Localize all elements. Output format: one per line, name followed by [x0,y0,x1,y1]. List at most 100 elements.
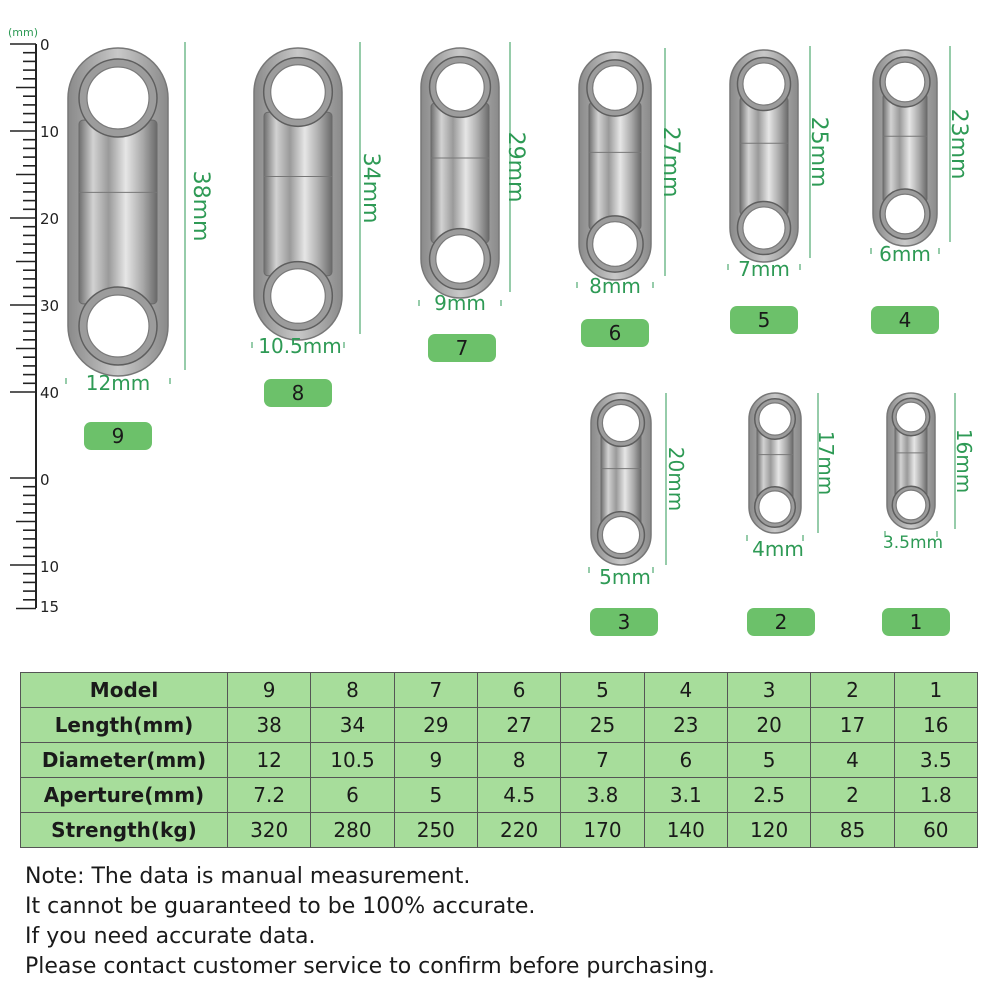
table-cell: 6 [310,777,395,813]
diameter-label: 12mm [86,371,150,395]
swivel-eye-hole [435,62,485,112]
table-cell: 16 [893,707,979,743]
table-cell: 4.5 [476,777,562,813]
model-badge [581,319,649,347]
length-label: 34mm [358,153,383,224]
table-cell: 7 [560,742,645,778]
table-row-label: Model [20,672,228,708]
swivel-eye-hole [270,64,326,120]
length-label: 16mm [952,429,976,493]
swivel-illustrations: 38mm12mm934mm10.5mm829mm9mm727mm8mm625mm… [65,42,976,636]
table-cell: 10.5 [310,742,395,778]
table-cell: 8 [310,672,395,708]
diameter-label: 4mm [752,537,804,561]
table-cell: 5 [560,672,645,708]
table-cell: 7 [393,672,478,708]
table-cell: 170 [560,812,645,848]
table-cell: 3 [726,672,812,708]
swivel-eye-hole [592,65,638,111]
diameter-label: 6mm [879,242,931,266]
table-row-label: Aperture(mm) [20,777,228,813]
length-label: 29mm [503,132,528,203]
swivel-eye-hole [601,515,641,555]
table-cell: 120 [726,812,812,848]
length-label: 27mm [658,127,683,198]
model-badge [264,379,332,407]
table-cell: 220 [476,812,562,848]
table-cell: 2.5 [726,777,812,813]
notes: Note: The data is manual measurement. It… [25,862,715,982]
swivel-eye-hole [884,61,926,103]
diameter-label: 10.5mm [258,334,342,358]
note-line-1: Note: The data is manual measurement. [25,864,471,889]
swivel-barrel [78,119,158,305]
length-label: 17mm [814,431,838,495]
table-cell: 29 [393,707,478,743]
table-cell: 9 [393,742,478,778]
ruler-label-upper-20: 20 [40,210,59,228]
swivel-eye-hole [435,234,485,284]
swivel-eye-hole [270,268,326,324]
model-badge-label: 2 [775,610,788,634]
table-cell: 2 [810,777,895,813]
table-cell: 3.1 [643,777,728,813]
table-cell: 320 [226,812,312,848]
table-cell: 250 [393,812,478,848]
swivel-eye-hole [742,62,786,106]
swivel-eye-hole [742,206,786,250]
table-cell: 6 [643,742,728,778]
ruler-unit-label: (mm) [8,26,38,39]
swivel-eye-hole [86,294,150,358]
model-badge [730,306,798,334]
table-cell: 85 [810,812,895,848]
table-row-label: Length(mm) [20,707,228,743]
swivel-model-2: 17mm 4mm 2 [746,392,838,636]
model-badge [590,608,658,636]
table-cell: 4 [810,742,895,778]
table-cell: 280 [310,812,395,848]
swivel-barrel [588,101,642,231]
diameter-label: 9mm [434,291,486,315]
length-label: 25mm [806,117,831,188]
diameter-label: 7mm [738,257,790,281]
model-badge [747,608,815,636]
model-badge-label: 7 [456,336,469,360]
model-badge-label: 1 [910,610,923,634]
table-cell: 9 [226,672,312,708]
diameter-label: 8mm [589,274,641,298]
table-cell: 60 [893,812,979,848]
model-badge-label: 5 [758,308,771,332]
swivel-barrel [739,96,789,216]
ruler: (mm) 0 10 20 30 40 0 10 15 [8,26,59,616]
ruler-label-lower-0: 0 [40,471,50,489]
ruler-label-upper-30: 30 [40,297,59,315]
table-row-label: Strength(kg) [20,812,228,848]
table-cell: 3.5 [893,742,979,778]
table-cell: 3.8 [560,777,645,813]
diameter-label: 3.5mm [883,533,943,553]
table-cell: 8 [476,742,562,778]
table-cell: 38 [226,707,312,743]
model-badge [871,306,939,334]
model-badge-label: 3 [618,610,631,634]
swivel-model-1: 16mm 3.5mm 1 [882,392,976,636]
table-cell: 34 [310,707,395,743]
table-cell: 25 [560,707,645,743]
table-cell: 17 [810,707,895,743]
table-cell: 7.2 [226,777,312,813]
diameter-label: 5mm [599,565,651,589]
ruler-label-upper-10: 10 [40,123,59,141]
swivel-eye-hole [758,490,792,524]
ruler-label-upper-40: 40 [40,384,59,402]
note-line-4: Please contact customer service to confi… [25,954,715,979]
swivel-barrel [430,102,490,244]
